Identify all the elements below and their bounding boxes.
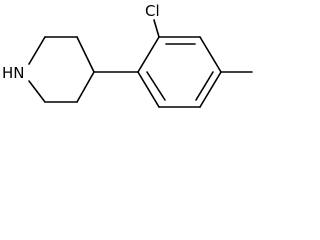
structure-diagram: HN Cl [2, 2, 253, 108]
bond-c6-n [28, 80, 46, 103]
nitrogen-label: HN [2, 64, 25, 82]
double-bond-ar6-ar1 [146, 71, 166, 101]
bond-c4-c5 [76, 71, 95, 103]
benzene-ring [137, 36, 222, 108]
double-bond-ar4-ar5 [195, 71, 214, 101]
bond-c3-c4 [76, 36, 95, 73]
chlorine-label: Cl [145, 2, 160, 20]
bond-n-c2 [28, 36, 46, 65]
piperidine-ring [28, 36, 95, 103]
bond-ar4-ar5 [199, 71, 222, 108]
bond-chlorine [153, 19, 160, 38]
bond-ar3-ar4 [199, 36, 222, 73]
bond-ar6-ar1 [137, 71, 160, 108]
bond-ar1-ar2 [137, 36, 160, 73]
